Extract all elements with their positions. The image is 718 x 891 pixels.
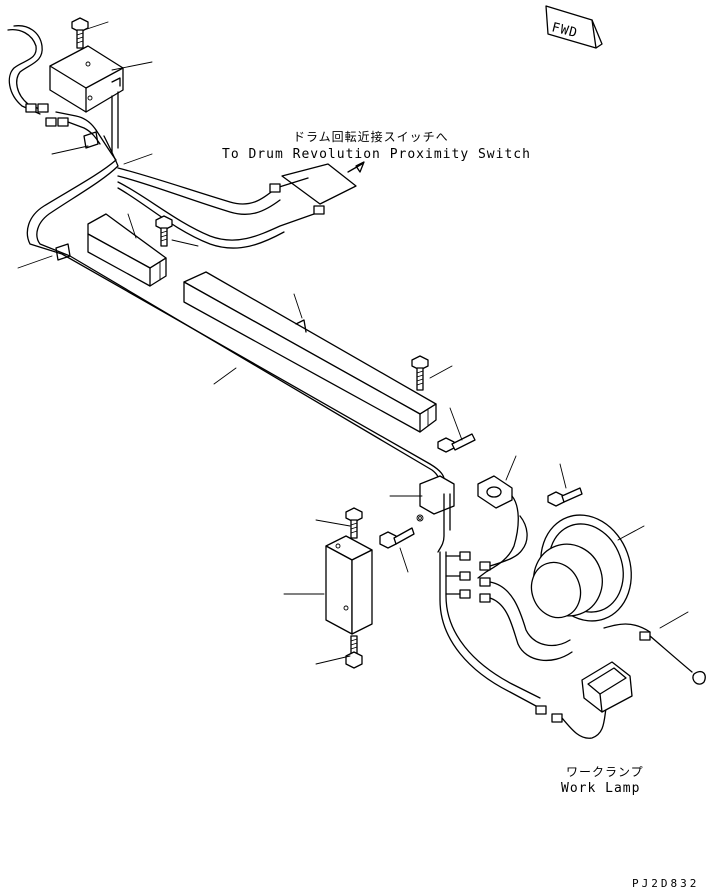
long-cover-channel (183, 271, 437, 433)
small-work-lamp (581, 661, 633, 713)
drawing-id-label: PJ2D832 (632, 877, 699, 890)
right-bolt-upper (411, 355, 429, 391)
drum-switch-label-jp: ドラム回転近接スイッチへ (293, 129, 449, 144)
right-bolt-middle (437, 433, 476, 453)
harness-end-block (416, 475, 455, 553)
main-harness (26, 129, 446, 485)
work-lamp-label-en: Work Lamp (561, 781, 640, 796)
relay-switch (477, 475, 519, 579)
work-lamp-label-jp: ワークランプ (566, 765, 644, 779)
left-connectors (25, 103, 101, 145)
bracket-bottom-bolt (345, 635, 363, 669)
round-work-lamp (530, 514, 706, 685)
fwd-label: FWD (550, 20, 579, 41)
top-junction-box (49, 45, 124, 113)
top-bolt (71, 17, 89, 49)
fwd-direction-marker: FWD (545, 5, 603, 49)
bracket-top-bolt (345, 507, 363, 539)
left-cable-loop (7, 28, 41, 115)
small-bracket (87, 213, 167, 287)
lower-harness (439, 515, 607, 739)
drum-switch-label-en: To Drum Revolution Proximity Switch (222, 147, 531, 162)
leader-lines (17, 21, 689, 665)
drum-switch-branch (117, 167, 309, 205)
side-bracket (325, 535, 373, 635)
bracket-bolt (155, 215, 173, 247)
lamp-bolt (547, 487, 583, 507)
side-bolt (379, 527, 415, 549)
